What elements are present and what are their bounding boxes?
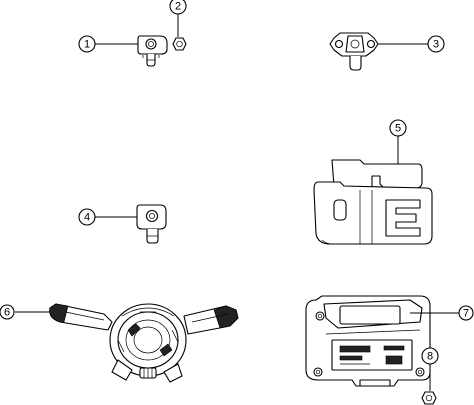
callout-circle [169, 0, 187, 15]
callout-number: 6 [4, 307, 10, 319]
callout-circle [78, 208, 96, 226]
callout-number: 8 [427, 351, 433, 363]
callout-1: 1 [78, 35, 96, 53]
callout-circle [458, 305, 474, 321]
callout-6: 6 [0, 304, 15, 320]
callout-circle [389, 119, 407, 137]
callout-2: 2 [169, 0, 187, 15]
callout-number: 2 [175, 1, 181, 13]
callout-number: 1 [84, 39, 90, 51]
callout-7: 7 [458, 305, 474, 321]
part-2-nut [172, 37, 187, 51]
callout-circle [78, 35, 96, 53]
callout-circle [0, 304, 15, 320]
part-3-sensor [329, 32, 379, 71]
callout-number: 4 [84, 212, 90, 224]
callout-8: 8 [421, 347, 439, 365]
part-4-sensor [136, 204, 167, 244]
callout-number: 5 [395, 123, 401, 135]
part-7-control-module [305, 295, 431, 387]
callout-circle [427, 35, 445, 53]
callout-circle [421, 347, 439, 365]
callout-5: 5 [389, 119, 407, 137]
callout-3: 3 [427, 35, 445, 53]
callout-number: 3 [433, 39, 439, 51]
part-1-sensor [137, 35, 168, 67]
part-6-clockspring [49, 303, 239, 383]
part-5-bracket [313, 159, 433, 245]
callout-4: 4 [78, 208, 96, 226]
callout-number: 7 [463, 308, 469, 320]
part-8-nut [421, 391, 437, 405]
